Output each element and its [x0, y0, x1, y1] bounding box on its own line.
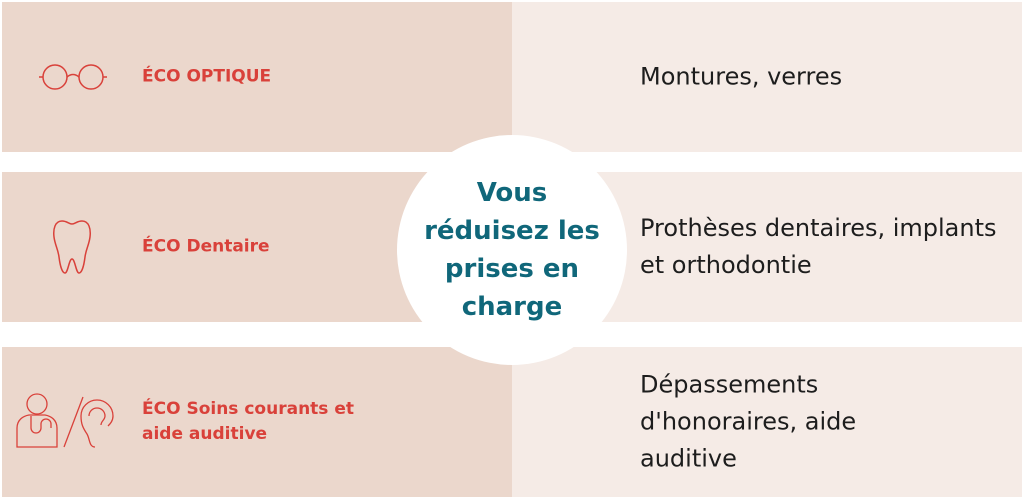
category-cell: ÉCO Soins courants et aide auditive — [2, 347, 512, 497]
description-cell: Dépassements d'honoraires, aide auditive — [512, 347, 1022, 497]
center-text: Vous réduisez les prises en charge — [424, 178, 600, 322]
row-optique: ÉCO OPTIQUE Montures, verres — [2, 2, 1022, 152]
category-label: ÉCO OPTIQUE — [142, 66, 272, 87]
tooth-icon — [53, 220, 91, 274]
doctor-ear-icon — [16, 393, 114, 448]
category-cell: ÉCO OPTIQUE — [2, 2, 512, 152]
center-badge: Vous réduisez les prises en charge — [397, 135, 627, 365]
glasses-icon — [39, 64, 107, 90]
description-text: Prothèses dentaires, implants et orthodo… — [640, 214, 997, 279]
description-cell: Montures, verres — [512, 2, 1022, 152]
category-label: ÉCO Dentaire — [142, 236, 270, 257]
category-label: ÉCO Soins courants et aide auditive — [142, 399, 354, 444]
description-text: Dépassements d'honoraires, aide auditive — [640, 370, 857, 473]
row-soins: ÉCO Soins courants et aide auditive Dépa… — [2, 347, 1022, 497]
description-text: Montures, verres — [640, 62, 843, 91]
